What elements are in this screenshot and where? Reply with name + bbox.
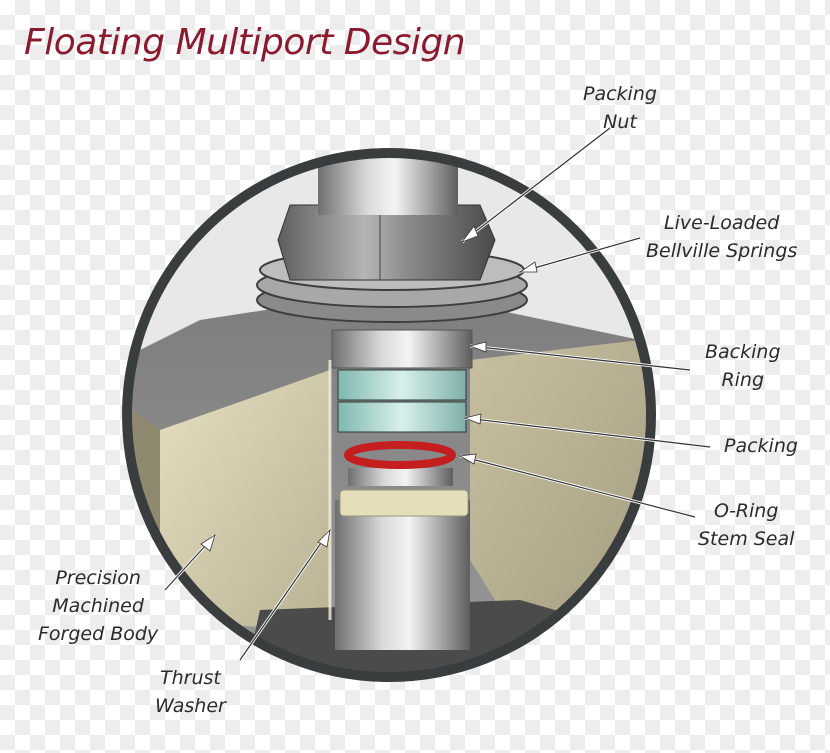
label-packing-line1: Packing [724,435,798,457]
label-backing-ring-line2: Ring [721,369,765,391]
label-body-line3: Forged Body [38,623,159,645]
label-thrust-line2: Washer [155,695,226,717]
label-body: Precision Machined Forged Body [38,564,158,648]
label-body-line2: Machined [52,595,144,617]
label-springs: Live-Loaded Bellville Springs [646,209,797,265]
diagram-title: Floating Multiport Design [24,22,466,63]
label-springs-line1: Live-Loaded [663,212,780,234]
label-packing-nut-line1: Packing [583,83,657,105]
label-oring-line2: Stem Seal [698,528,795,550]
lens-ring [122,148,656,682]
label-backing-ring: Backing Ring [705,338,781,394]
label-thrust-line1: Thrust [159,667,221,689]
label-thrust: Thrust Washer [155,664,226,720]
label-backing-ring-line1: Backing [705,341,781,363]
label-packing-nut: Packing Nut [583,80,657,136]
label-body-line1: Precision [55,567,141,589]
label-oring-line1: O-Ring [714,500,779,522]
label-oring: O-Ring Stem Seal [698,497,794,553]
label-springs-line2: Bellville Springs [646,240,798,262]
callout-arrowheads [200,225,538,552]
label-packing-nut-line2: Nut [603,111,637,133]
label-packing: Packing [724,432,798,460]
